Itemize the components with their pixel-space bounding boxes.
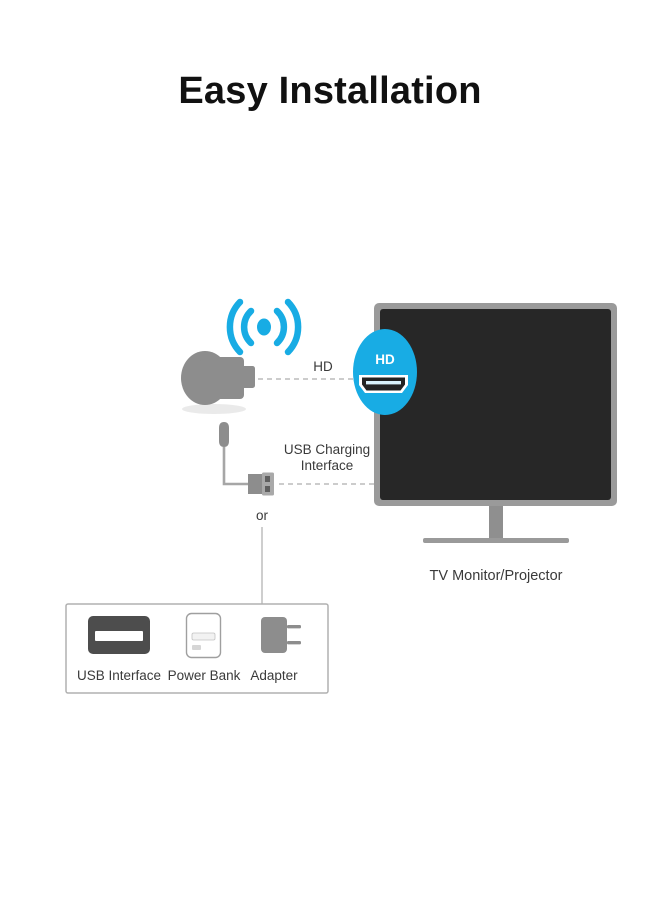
- usb-a-plug-icon: [248, 472, 274, 496]
- micro-usb-plug-icon: [219, 422, 229, 447]
- hdmi-port-badge: HD: [353, 329, 417, 415]
- tv-monitor-label: TV Monitor/Projector: [430, 568, 563, 584]
- or-branch: or: [256, 508, 269, 604]
- power-bank-icon: [185, 612, 222, 659]
- power-options-box: USB Interface Power Bank Adapter: [65, 603, 329, 694]
- hdmi-dongle: [181, 351, 255, 414]
- tv-stand-neck: [489, 506, 503, 540]
- hdmi-badge-label: HD: [375, 352, 395, 367]
- usb-port-icon: [88, 616, 150, 654]
- tv-stand-base: [423, 538, 569, 543]
- hdmi-link-label: HD: [313, 359, 333, 374]
- tv-monitor: TV Monitor/Projector: [374, 303, 617, 584]
- wall-adapter-icon: [261, 617, 301, 653]
- hdmi-badge-ellipse: [353, 329, 417, 415]
- power-option-label-0: USB Interface: [77, 668, 161, 683]
- hdmi-connection-link: HD: [258, 359, 360, 380]
- power-option-label-2: Adapter: [250, 668, 298, 683]
- or-label: or: [256, 508, 269, 523]
- page-title: Easy Installation: [178, 70, 482, 112]
- tv-screen: [380, 309, 611, 500]
- hdmi-port-icon: [359, 375, 408, 393]
- power-option-label-1: Power Bank: [168, 668, 241, 683]
- charging-cable: [219, 422, 274, 496]
- usb-link-label-line2: Interface: [301, 458, 354, 473]
- usb-connection-link: USB Charging Interface: [279, 442, 374, 485]
- wifi-signal-icon: [226, 298, 302, 356]
- usb-link-label-line1: USB Charging: [284, 442, 370, 457]
